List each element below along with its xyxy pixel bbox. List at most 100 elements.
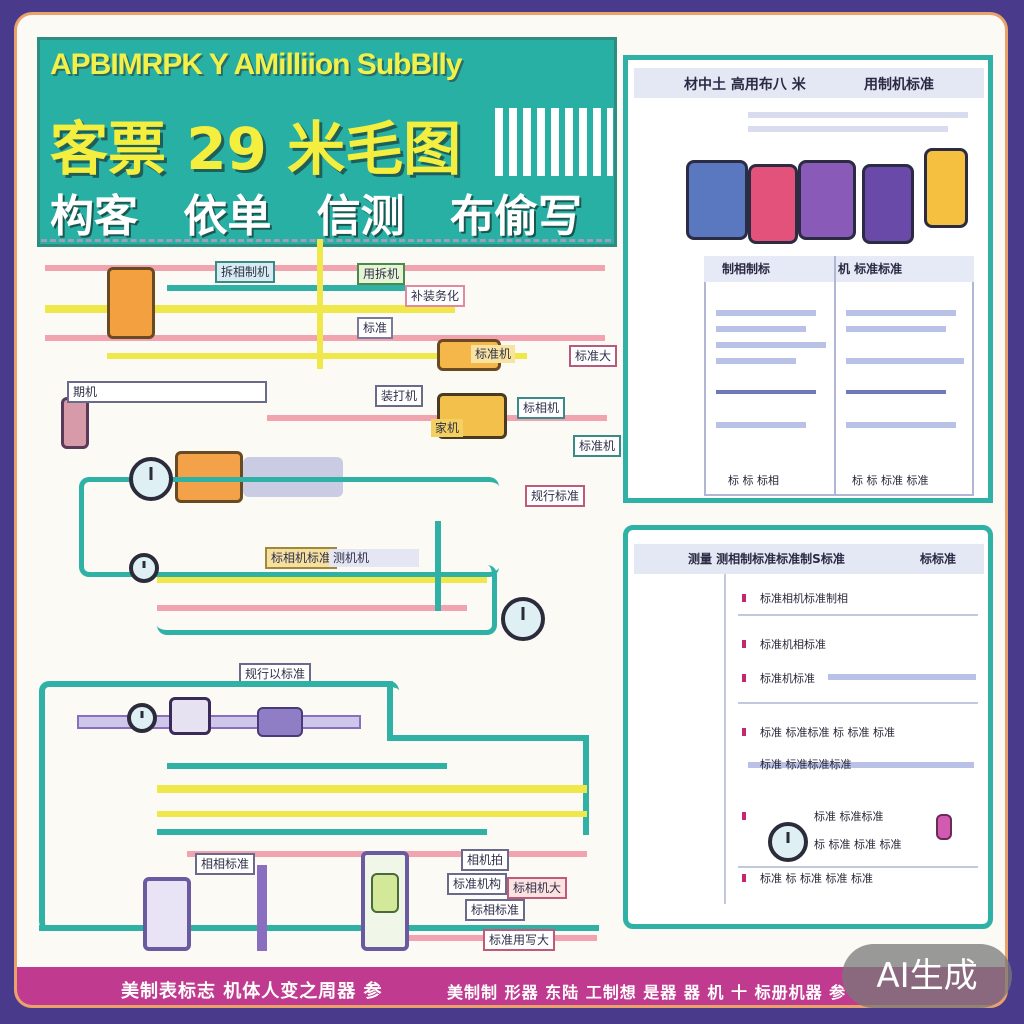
pipe-teal-1 [167, 285, 447, 291]
pipe-lower-teal-3 [167, 763, 447, 769]
camera-device-1 [437, 393, 507, 439]
doc-top-footer-left: 标 标 标相 [728, 474, 779, 487]
flow-label-14: 测机机 [329, 549, 419, 567]
doc-panel-bottom: 测量 测相制标准标准制S标准 标标准 标准相机标准制相 标准机相标准 标准机标准… [623, 525, 993, 929]
doc-top-col-left-title: 制相制标 [722, 262, 771, 276]
luggage-icon-5 [924, 148, 968, 228]
luggage-icon-2 [748, 164, 798, 244]
header-banner: APBIMRPK Y AMilliion SubBlly 客票 29 米毛图 构… [37, 37, 617, 247]
doc-top-col-divider [834, 256, 836, 496]
doc-top-col-right-title: 机 标准标准 [838, 262, 903, 276]
doc-top-left-bar-3 [716, 342, 826, 348]
row-marker [742, 874, 746, 882]
pipe-mid-yellow [157, 577, 487, 583]
cylinder-device-1 [143, 877, 191, 951]
flow-label-19: 标相标准 [465, 899, 526, 921]
pipe-lower-teal-h1 [387, 681, 393, 741]
ai-generated-badge: AI生成 [842, 944, 1012, 1008]
doc-top-footer-right: 标 标 标准 标准 [852, 474, 929, 487]
pipe-pink-1 [45, 265, 605, 271]
row-rule [738, 866, 978, 868]
camera-device-2 [169, 697, 211, 735]
doc-bottom-row-6: 标准 标准标准 [814, 810, 884, 823]
row-rule [738, 702, 978, 704]
pipe-mid-pink [157, 605, 467, 611]
pipe-loop-teal-2 [157, 565, 497, 635]
clock-icon-5 [768, 822, 808, 862]
pipe-lower-teal-5 [39, 925, 599, 931]
row-marker [742, 640, 746, 648]
pipe-yellow-1 [45, 305, 455, 313]
doc-top-left-bar-1 [716, 310, 816, 316]
doc-bottom-row-1: 标准相机标准制相 [760, 592, 848, 605]
banner-main-title: 客票 29 米毛图 [50, 115, 462, 183]
doc-bottom-row-8: 标准 标 标准 标准 标准 [760, 872, 873, 885]
flow-label-18: 标相机大 [507, 877, 568, 899]
doc-top-left-bar-5 [716, 390, 816, 394]
doc-bottom-col-divider [724, 574, 726, 904]
row-marker [742, 728, 746, 736]
doc-panel-top: 材中土 高用布八 米 用制机标准 制相制标 机 标准标准 标 标 标相 标 标 … [623, 55, 993, 503]
doc-bottom-title: 测量 测相制标准标准制S标准 [688, 552, 845, 566]
doc-bottom-bar-2 [748, 762, 974, 768]
flow-label-10: 家机 [431, 419, 464, 437]
doc-bottom-row-2: 标准机相标准 [760, 638, 826, 651]
flow-label-11: 标准机 [573, 435, 622, 457]
flow-label-12: 规行标准 [525, 485, 586, 507]
doc-bottom-row-4: 标准 标准标准 标 标准 标准 [760, 726, 895, 739]
footer-text-right: 美制制 形器 东陆 工制想 是器 器 机 十 标册机器 参 [447, 983, 847, 1002]
flow-label-17: 标准机构 [447, 873, 508, 895]
clock-icon-2 [129, 553, 159, 583]
footer-text-left: 美制表标志 机体人变之周器 参 [121, 981, 383, 1002]
flow-label-6: 标准大 [569, 345, 618, 367]
doc-top-title: 材中土 高用布八 米 [684, 77, 806, 93]
doc-bottom-title-right: 标标准 [920, 552, 957, 566]
flow-label-4: 标准 [357, 317, 394, 339]
doc-top-header-right: 用制机标准 [864, 77, 934, 93]
doc-top-right-bar-1 [846, 310, 956, 316]
flow-label-16: 相机拍 [461, 849, 510, 871]
row-marker [742, 674, 746, 682]
doc-top-table-head [704, 256, 974, 282]
doc-top-right-bar-4 [846, 390, 946, 394]
doc-top-left-bar-6 [716, 422, 806, 428]
luggage-icon-3 [798, 160, 856, 240]
flow-label-7: 期机 [67, 381, 267, 403]
flow-label-9: 标相机 [517, 397, 566, 419]
pipe-lower-purple-v [257, 865, 267, 951]
doc-top-header-bar [634, 68, 984, 98]
doc-top-bar-2 [748, 126, 948, 132]
doc-top-left-bar-4 [716, 358, 796, 364]
tank-device-2 [61, 397, 89, 449]
clock-icon-1 [129, 457, 173, 501]
doc-bottom-row-5: 标准 标准标准标准 [760, 758, 852, 771]
pipe-loop-teal-1 [79, 477, 499, 577]
doc-top-right-bar-5 [846, 422, 956, 428]
pipe-vertical-1 [317, 239, 323, 369]
doc-bottom-header-bar [634, 544, 984, 574]
pipe-lower-outer [39, 681, 399, 931]
pipe-lower-purple [77, 715, 361, 729]
pipe-lower-yellow-2 [157, 811, 587, 817]
clock-icon-4 [127, 703, 157, 733]
doc-bottom-row-3: 标准机标准 [760, 672, 815, 685]
pipe-pink-2 [45, 335, 605, 341]
banner-english-title: APBIMRPK Y AMilliion SubBlly [50, 48, 462, 81]
flow-label-13: 标相机标准 [265, 547, 338, 569]
pipe-right-vertical [435, 521, 441, 611]
flow-label-8: 装打机 [375, 385, 424, 407]
row-rule [738, 614, 978, 616]
flow-label-3: 补装务化 [405, 285, 466, 307]
clock-icon-3 [501, 597, 545, 641]
doc-top-left-bar-2 [716, 326, 806, 332]
flow-label-15: 相相标准 [195, 853, 256, 875]
pipe-lower-teal-4 [157, 829, 487, 835]
tank-device-1 [107, 267, 155, 339]
doc-top-table [704, 256, 974, 496]
luggage-icon-4 [862, 164, 914, 244]
doc-bottom-row-7: 标 标准 标准 标准 [814, 838, 902, 851]
purple-box-device [257, 707, 303, 737]
flow-label-1: 拆相制机 [215, 261, 276, 283]
flow-label-21: 标准用写大 [483, 929, 556, 951]
poster-frame: APBIMRPK Y AMilliion SubBlly 客票 29 米毛图 构… [14, 12, 1008, 1008]
